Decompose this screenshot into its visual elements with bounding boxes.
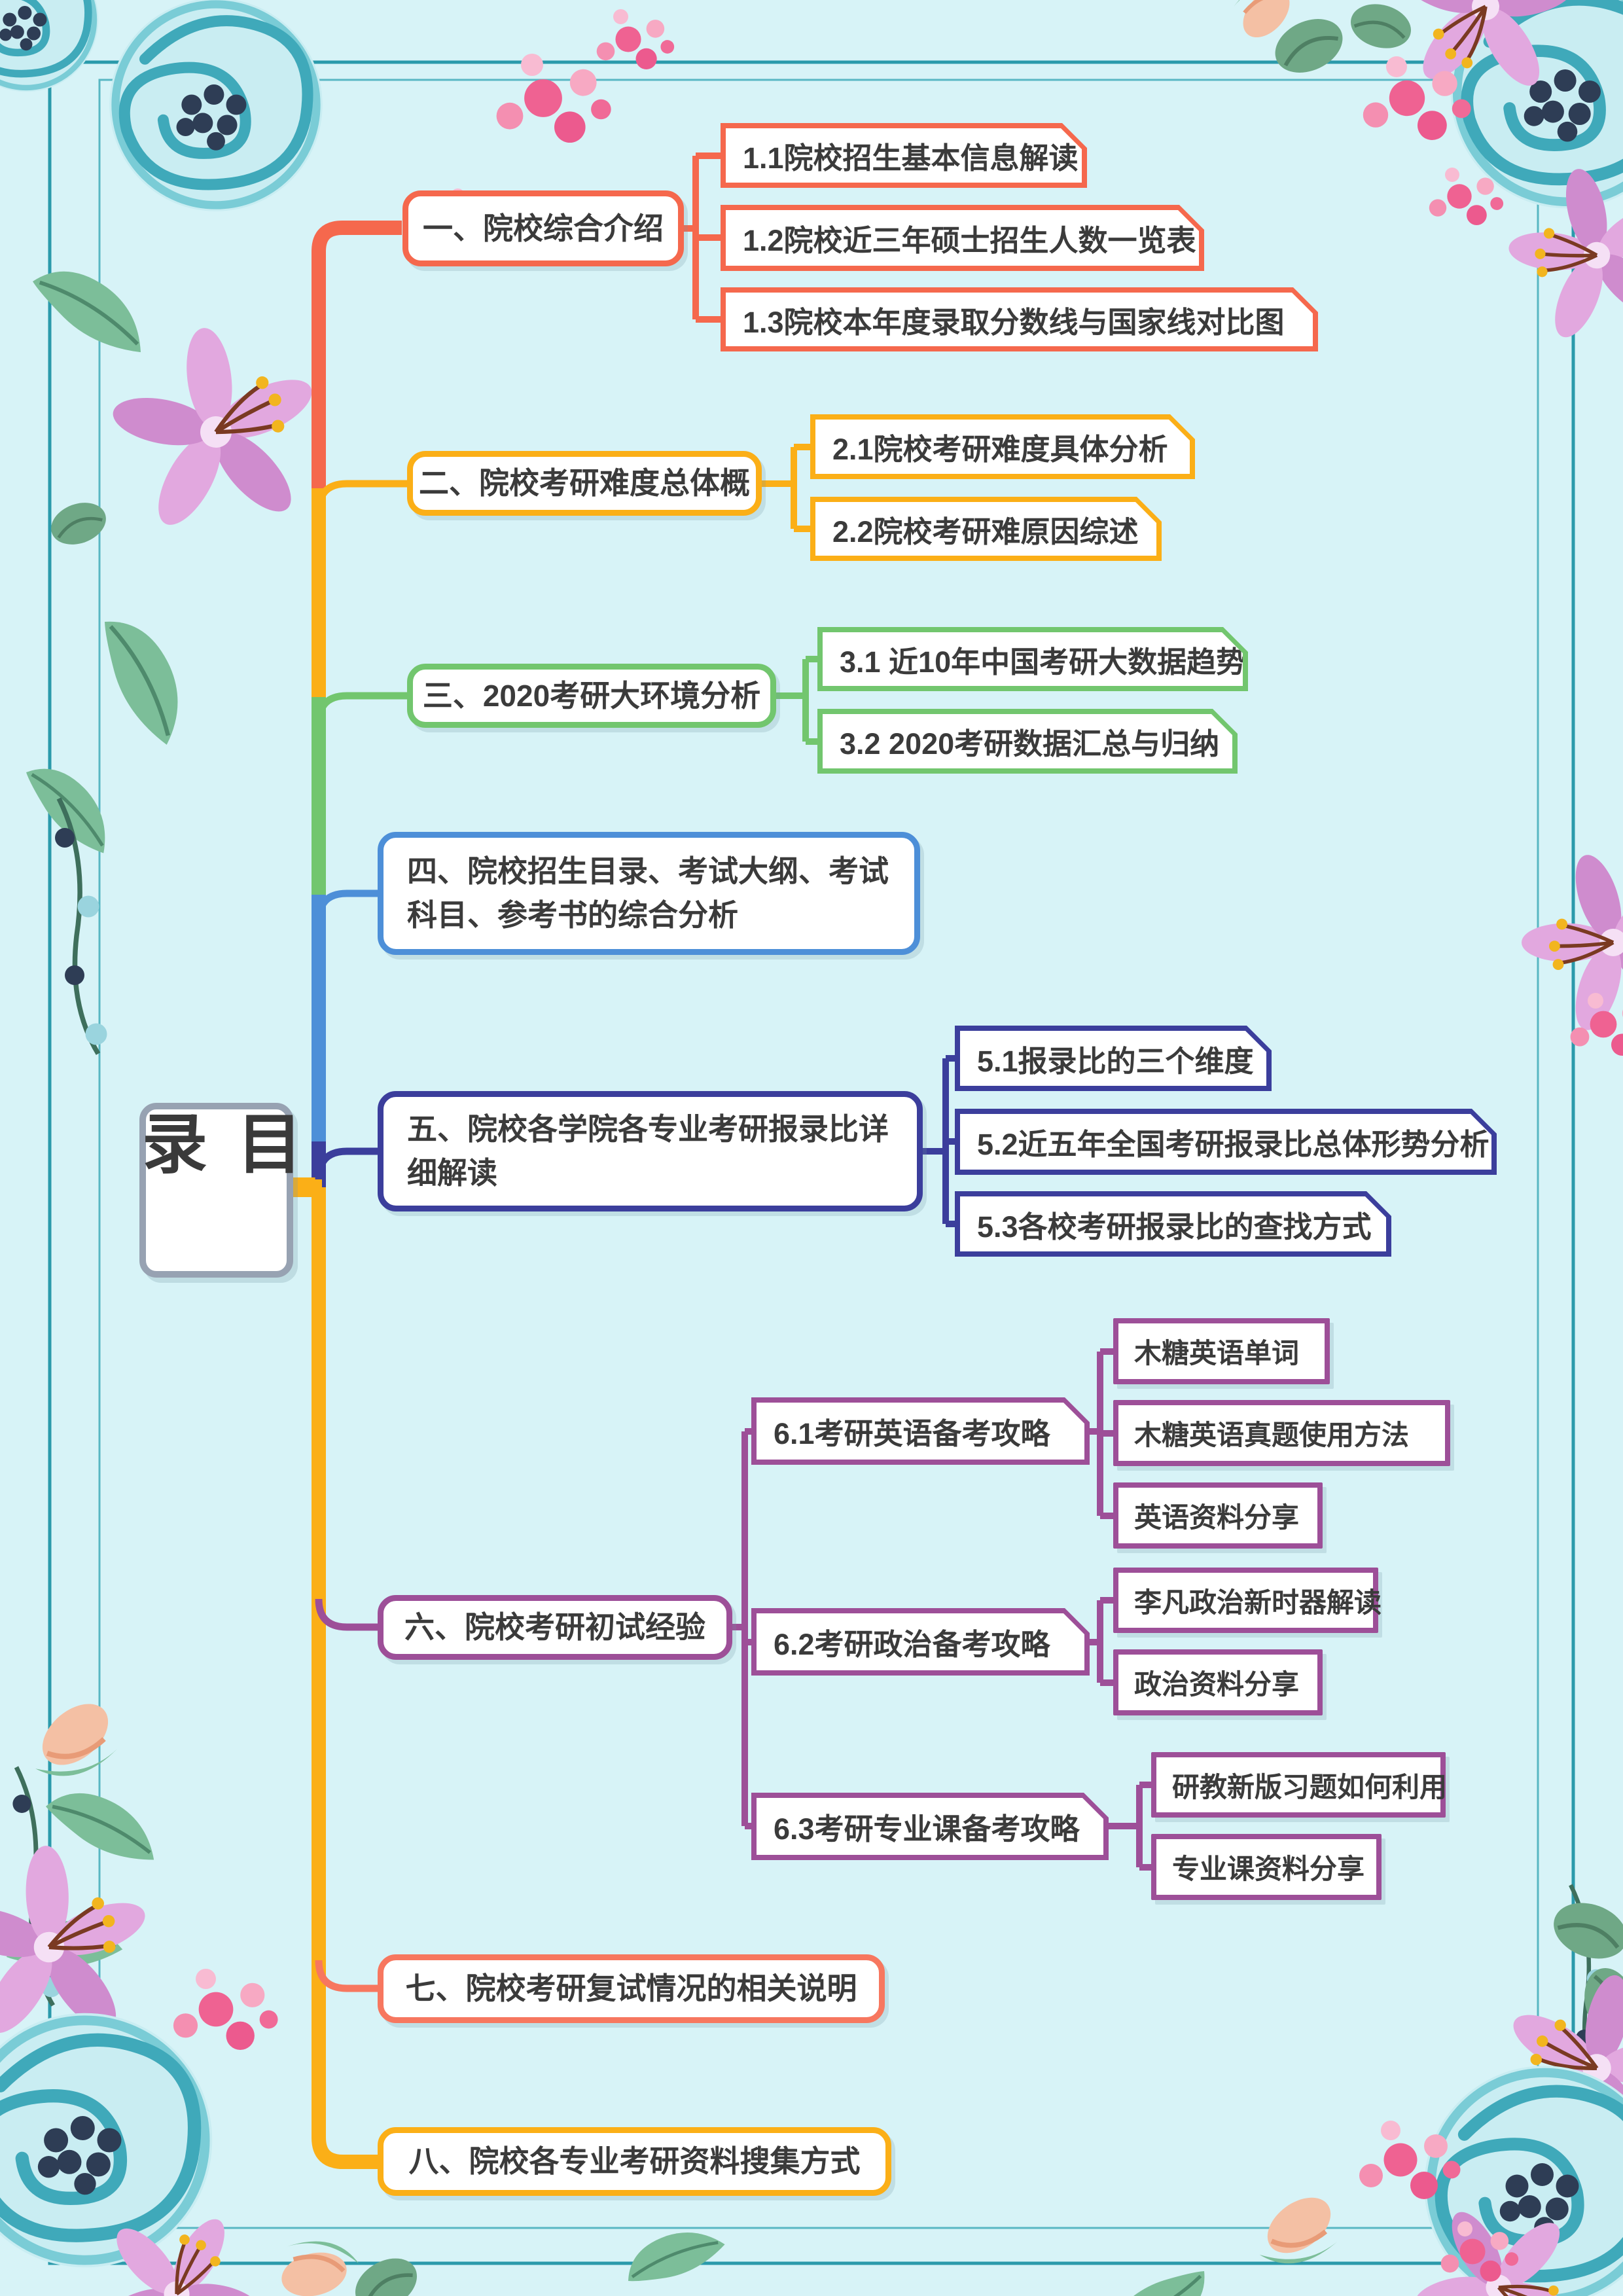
subtopic-6-1-label: 6.1考研英语备考攻略: [757, 1403, 1084, 1460]
subtopic-2-1-label: 2.1院校考研难度具体分析: [815, 420, 1190, 474]
subtopic-5-3-label: 5.3各校考研报录比的查找方式: [960, 1196, 1386, 1251]
subtopic-2-2: 2.2院校考研难原因综述: [810, 497, 1162, 561]
branch-6: 六、院校考研初试经验: [378, 1595, 732, 1660]
subtopic-3-1-label: 3.1 近10年中国考研大数据趋势: [823, 632, 1243, 686]
connector-trunk: [292, 221, 402, 2169]
page-frame: [48, 60, 1575, 2265]
subtopic-5-2-label: 5.2近五年全国考研报录比总体形势分析: [960, 1114, 1491, 1170]
subtopic-5-3: 5.3各校考研报录比的查找方式: [955, 1191, 1391, 1257]
subtopic-3-1: 3.1 近10年中国考研大数据趋势: [817, 627, 1248, 691]
branch-3: 三、2020考研大环境分析: [407, 664, 776, 728]
branch-7: 七、院校考研复试情况的相关说明: [378, 1954, 885, 2023]
subtopic-6-2: 6.2考研政治备考攻略: [751, 1608, 1090, 1676]
leaf-6-3-1: 研教新版习题如何利用: [1151, 1752, 1447, 1818]
leaf-6-1-3: 英语资料分享: [1113, 1482, 1323, 1549]
floral-bottom-right: [1098, 1885, 1623, 2296]
subtopic-5-2: 5.2近五年全国考研报录比总体形势分析: [955, 1109, 1497, 1175]
subtopic-1-2: 1.2院校近三年硕士招生人数一览表: [721, 205, 1204, 271]
leaf-6-2-2: 政治资料分享: [1113, 1649, 1323, 1715]
subtopic-6-2-label: 6.2考研政治备考攻略: [757, 1613, 1084, 1670]
subtopic-5-1-label: 5.1报录比的三个维度: [960, 1031, 1266, 1086]
subtopic-1-1: 1.1院校招生基本信息解读: [721, 123, 1087, 188]
subtopic-1-3: 1.3院校本年度录取分数线与国家线对比图: [721, 287, 1318, 351]
subtopic-3-2: 3.2 2020考研数据汇总与归纳: [817, 709, 1238, 774]
subtopic-2-1: 2.1院校考研难度具体分析: [810, 414, 1195, 479]
leaf-6-1-1: 木糖英语单词: [1113, 1318, 1330, 1384]
branch-elbows: [315, 480, 408, 1992]
leaf-6-3-2: 专业课资料分享: [1151, 1834, 1382, 1900]
subtopic-6-3: 6.3考研专业课备考攻略: [751, 1793, 1109, 1860]
subtopic-3-2-label: 3.2 2020考研数据汇总与归纳: [823, 714, 1232, 768]
leaf-6-2-1: 李凡政治新时器解读: [1113, 1568, 1382, 1633]
child-connectors: [683, 152, 1152, 1871]
root-topic: 目录: [132, 1103, 300, 1278]
subtopic-2-2-label: 2.2院校考研难原因综述: [815, 502, 1156, 556]
subtopic-1-2-label: 1.2院校近三年硕士招生人数一览表: [726, 210, 1199, 266]
subtopic-5-1: 5.1报录比的三个维度: [955, 1026, 1272, 1091]
subtopic-1-3-label: 1.3院校本年度录取分数线与国家线对比图: [726, 293, 1313, 346]
branch-1: 一、院校综合介绍: [402, 190, 684, 266]
branch-4: 四、院校招生目录、考试大纲、考试科目、参考书的综合分析: [378, 832, 920, 955]
branch-5: 五、院校各学院各专业考研报录比详细解读: [378, 1091, 923, 1211]
branch-8: 八、院校各专业考研资料搜集方式: [378, 2127, 891, 2196]
subtopic-6-3-label: 6.3考研专业课备考攻略: [757, 1798, 1103, 1855]
subtopic-1-1-label: 1.1院校招生基本信息解读: [726, 128, 1082, 183]
subtopic-6-1: 6.1考研英语备考攻略: [751, 1397, 1090, 1465]
leaf-6-1-2: 木糖英语真题使用方法: [1113, 1400, 1450, 1466]
branch-2: 二、院校考研难度总体概: [407, 451, 762, 516]
